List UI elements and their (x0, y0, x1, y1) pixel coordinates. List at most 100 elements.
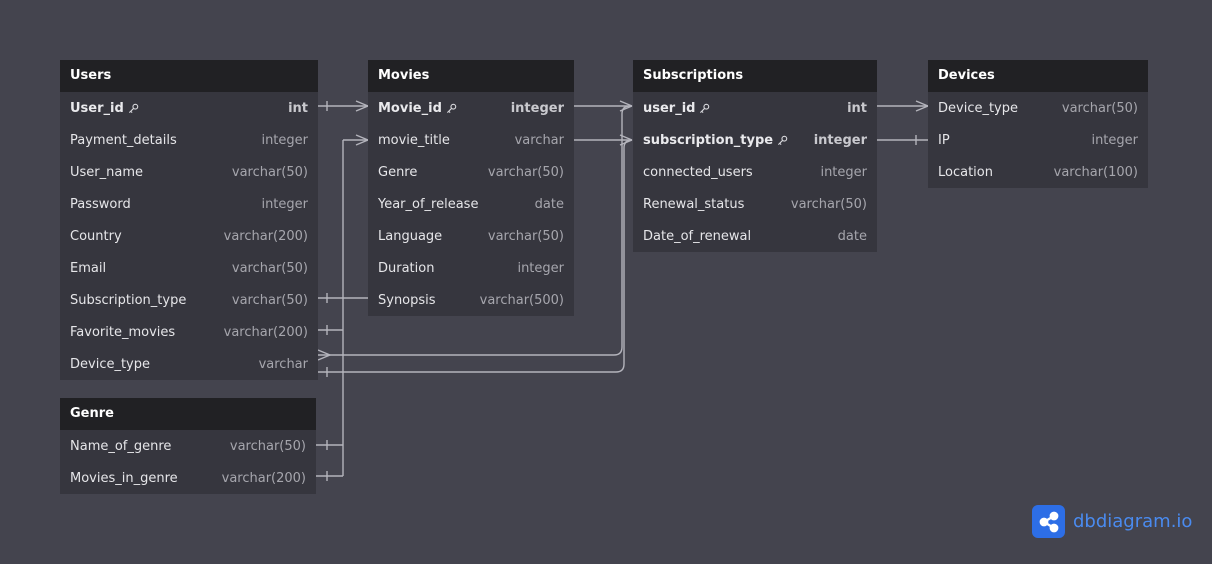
edge-many-marker (915, 100, 929, 112)
field-type: varchar(50) (229, 438, 306, 454)
field-type: varchar(500) (479, 292, 564, 308)
field-name: Email (70, 261, 106, 276)
field-name: Location (938, 165, 993, 180)
field-name: Genre (378, 165, 417, 180)
table-title[interactable]: Movies (368, 60, 574, 92)
field-name-text: Device_type (70, 356, 150, 372)
key-icon (773, 135, 788, 146)
field-name-text: Date_of_renewal (643, 228, 752, 244)
field-name-text: User_id (70, 100, 124, 116)
field-type: integer (517, 260, 564, 276)
field-name-text: Year_of_release (378, 196, 479, 212)
field-type: varchar(50) (790, 196, 867, 212)
edge-many-marker (355, 100, 369, 112)
field-name: Name_of_genre (70, 439, 171, 454)
field-type: varchar(50) (487, 228, 564, 244)
field-type: integer (510, 100, 564, 116)
field-name-text: Name_of_genre (70, 438, 172, 454)
field-type: varchar (258, 356, 308, 372)
field-name: Subscription_type (70, 293, 186, 308)
field-row[interactable]: Movie_id integer (368, 92, 574, 124)
brand-name: dbdiagram.io (1073, 511, 1193, 532)
field-name: Synopsis (378, 293, 436, 308)
field-name-text: Country (70, 228, 122, 244)
table-subscriptions[interactable]: Subscriptions user_id int subscription_typ… (633, 60, 877, 252)
field-name-text: Subscription_type (70, 292, 187, 308)
field-row[interactable]: Country varchar(200) (60, 220, 318, 252)
field-row[interactable]: Device_type varchar (60, 348, 318, 380)
field-name: movie_title (378, 133, 450, 148)
field-type: varchar(50) (231, 260, 308, 276)
field-name: Movie_id (378, 101, 457, 116)
field-type: integer (1091, 132, 1138, 148)
table-genre[interactable]: Genre Name_of_genre varchar(50) Movies_in_… (60, 398, 316, 494)
field-name-text: movie_title (378, 132, 450, 148)
field-name-text: Synopsis (378, 292, 436, 308)
field-name: User_id (70, 101, 139, 116)
field-name: Movies_in_genre (70, 471, 178, 486)
field-row[interactable]: connected_users integer (633, 156, 877, 188)
field-name-text: user_id (643, 100, 696, 116)
field-name: Device_type (938, 101, 1018, 116)
field-name: User_name (70, 165, 143, 180)
field-row[interactable]: Name_of_genre varchar(50) (60, 430, 316, 462)
field-name: subscription_type (643, 133, 788, 148)
key-icon (695, 103, 710, 114)
field-type: integer (813, 132, 867, 148)
brand-logo[interactable]: dbdiagram.io (1032, 505, 1192, 538)
field-name-text: Password (70, 196, 131, 212)
edge-many-marker (619, 100, 633, 112)
field-name: connected_users (643, 165, 753, 180)
field-name-text: Movies_in_genre (70, 470, 178, 486)
table-title[interactable]: Genre (60, 398, 316, 430)
field-row[interactable]: Language varchar(50) (368, 220, 574, 252)
field-row[interactable]: subscription_type integer (633, 124, 877, 156)
field-row[interactable]: Duration integer (368, 252, 574, 284)
field-name: Device_type (70, 357, 150, 372)
field-type: varchar(200) (223, 228, 308, 244)
table-title[interactable]: Subscriptions (633, 60, 877, 92)
field-name: user_id (643, 101, 710, 116)
key-icon (442, 103, 457, 114)
field-row[interactable]: Synopsis varchar(500) (368, 284, 574, 316)
field-name: IP (938, 133, 950, 148)
field-type: varchar(200) (223, 324, 308, 340)
field-type: int (847, 100, 867, 116)
field-name-text: connected_users (643, 164, 753, 180)
field-type: integer (820, 164, 867, 180)
field-row[interactable]: user_id int (633, 92, 877, 124)
field-type: date (837, 228, 867, 244)
field-row[interactable]: Genre varchar(50) (368, 156, 574, 188)
field-type: integer (261, 132, 308, 148)
field-row[interactable]: Email varchar(50) (60, 252, 318, 284)
field-name-text: Language (378, 228, 443, 244)
field-name: Date_of_renewal (643, 229, 751, 244)
field-row[interactable]: Device_type varchar(50) (928, 92, 1148, 124)
table-title[interactable]: Users (60, 60, 318, 92)
field-name-text: Device_type (938, 100, 1018, 116)
field-row[interactable]: Date_of_renewal date (633, 220, 877, 252)
field-type: varchar(50) (1061, 100, 1138, 116)
field-name: Password (70, 197, 131, 212)
field-row[interactable]: IP integer (928, 124, 1148, 156)
field-name: Country (70, 229, 122, 244)
edge-many-marker (355, 134, 369, 146)
field-name-text: Duration (378, 260, 435, 276)
table-title[interactable]: Devices (928, 60, 1148, 92)
field-type: varchar(50) (487, 164, 564, 180)
edge-many-marker (619, 134, 633, 146)
